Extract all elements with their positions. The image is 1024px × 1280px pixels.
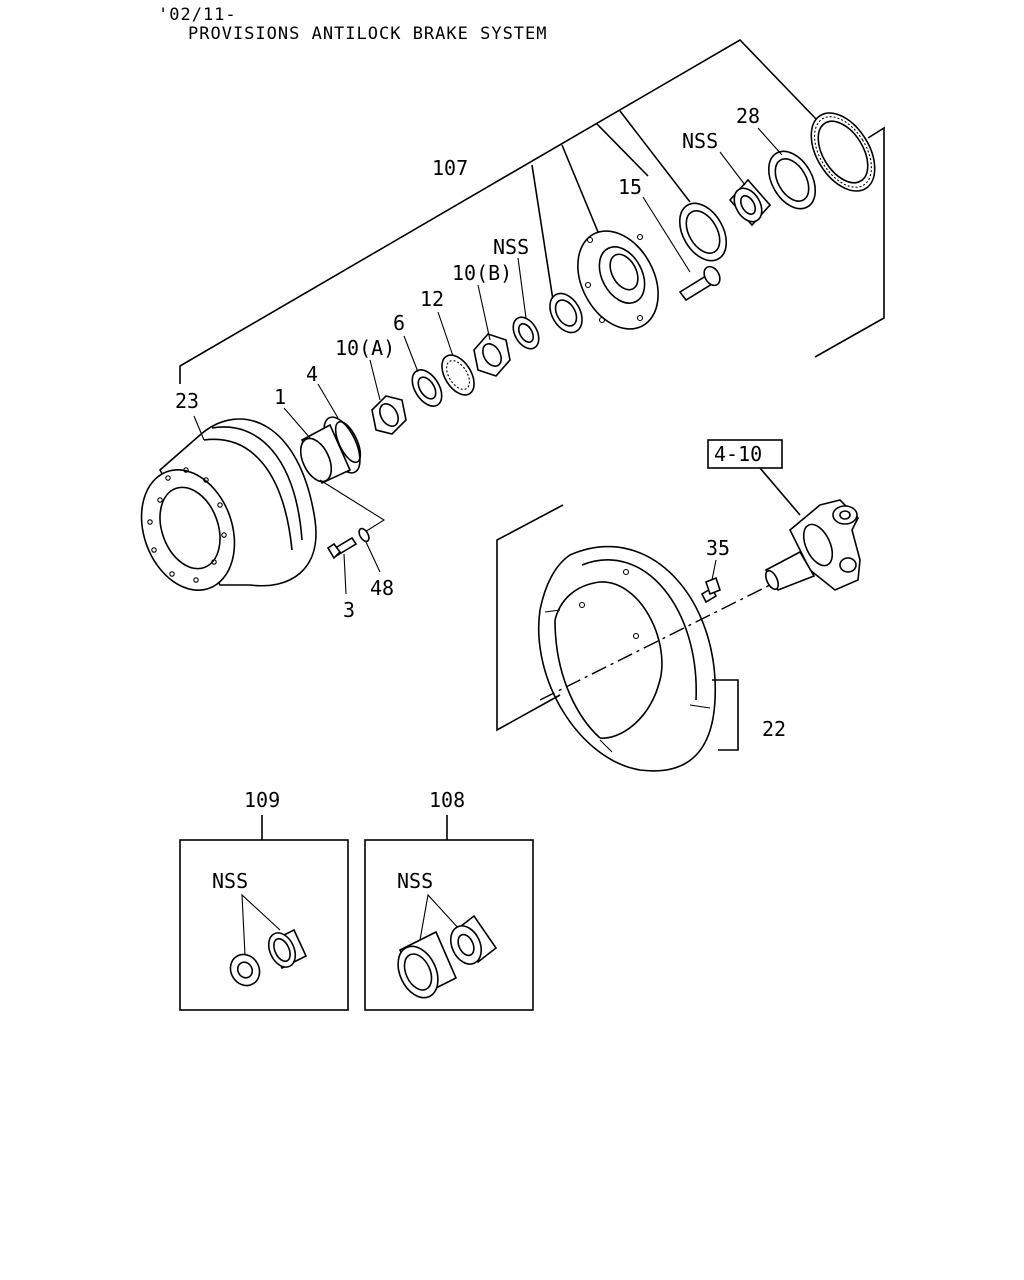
steering-knuckle (764, 499, 861, 591)
label-nss-109: NSS (212, 869, 248, 893)
label-3: 3 (343, 598, 355, 622)
nss-bearing-cone-mid (512, 316, 540, 350)
label-23: 23 (175, 389, 199, 413)
label-108: 108 (429, 788, 465, 812)
label-35: 35 (706, 536, 730, 560)
kit-109-bearing-cone (229, 953, 261, 987)
label-1: 1 (274, 385, 286, 409)
part-28-tone-ring (810, 112, 876, 192)
label-109: 109 (244, 788, 280, 812)
part-15-hub-bolt (678, 265, 721, 302)
bearing-cup-top (678, 202, 728, 262)
label-leaders (193, 127, 783, 595)
label-107: 107 (432, 156, 468, 180)
hub-inner-cup (549, 292, 583, 334)
label-10a: 10(A) (335, 336, 395, 360)
label-4: 4 (306, 362, 318, 386)
label-nss-top: NSS (682, 129, 718, 153)
part-28-outer-race (767, 150, 817, 210)
date-code: '02/11- (158, 5, 237, 25)
part-3-bolt (326, 536, 358, 560)
centerline-axis (539, 579, 781, 701)
kit-109-nss-leader (241, 893, 281, 956)
ref-4-10-box (707, 439, 783, 469)
diagram-title: PROVISIONS ANTILOCK BRAKE SYSTEM (188, 24, 548, 44)
part-10a-nut (371, 395, 407, 435)
part-12-lock-washer (441, 354, 475, 396)
part-23-brake-drum (140, 418, 317, 591)
label-10b: 10(B) (452, 261, 512, 285)
label-28: 28 (736, 104, 760, 128)
part-10b-nut (473, 333, 511, 377)
kit-108-box (364, 839, 534, 1011)
label-15: 15 (618, 175, 642, 199)
nss-bearing-cone-top (728, 178, 772, 227)
label-12: 12 (420, 287, 444, 311)
kit-108-nss-leader (419, 893, 461, 941)
ref-4-10-leader (759, 467, 801, 516)
label-nss-mid: NSS (493, 235, 529, 259)
part-3-48-leader (319, 479, 386, 536)
kit-108-bearing-cup (397, 930, 458, 999)
label-48: 48 (370, 576, 394, 600)
label-ref-4-10: 4-10 (714, 442, 762, 466)
part-22-bracket (496, 504, 739, 751)
part-22-dust-shield (538, 545, 716, 772)
part-35-bolt (700, 576, 721, 604)
assembly-107-bracket (179, 38, 885, 384)
label-22: 22 (762, 717, 786, 741)
wheel-hub (577, 230, 659, 330)
part-48-washer (358, 527, 370, 543)
kit-108-bearing-cone (449, 914, 498, 965)
label-nss-108: NSS (397, 869, 433, 893)
label-6: 6 (393, 311, 405, 335)
part-6-washer (411, 369, 443, 407)
kit-109-box (179, 839, 349, 1011)
kit-109-bearing-cup (267, 928, 308, 970)
part-1-hub-cap (299, 423, 352, 485)
